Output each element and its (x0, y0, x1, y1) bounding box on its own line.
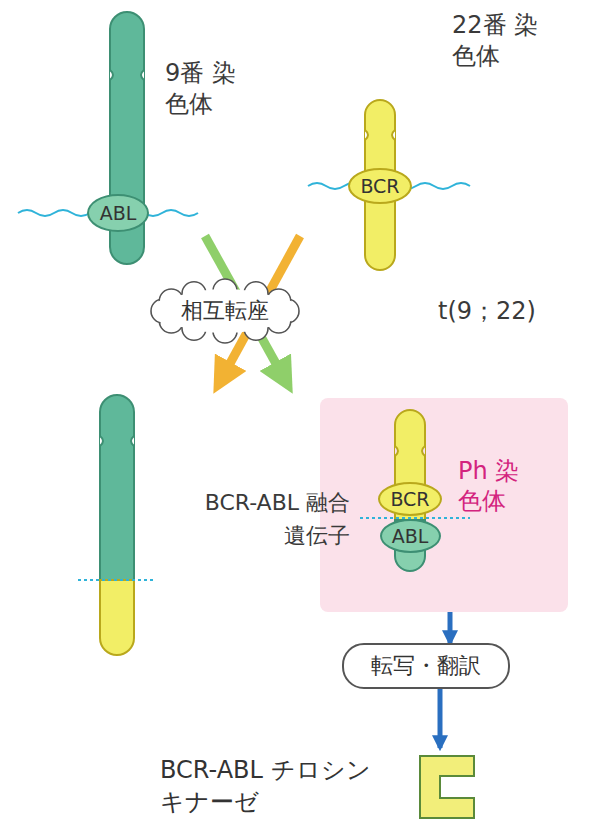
centromere (365, 130, 395, 140)
protein-node: BCR-ABL チロシンキナーゼ (150, 748, 480, 830)
derivative-chromosome-9 (100, 395, 134, 580)
gene-oval: BCR (348, 168, 412, 204)
node-text: 転写・翻訳 (371, 651, 481, 681)
node-text: 相互転座 (181, 296, 269, 326)
process-box: 転写・翻訳 (342, 643, 510, 689)
chromosome-label: 9番 染色体 (165, 58, 245, 120)
gene-oval: ABL (87, 194, 149, 232)
centromere (110, 70, 144, 80)
gene-label: BCR-ABL 融合遺伝子 (200, 486, 350, 552)
node-text: ABL (100, 202, 137, 224)
notation-label: t(9；22) (438, 296, 536, 327)
ph-chromosome (320, 398, 568, 612)
process-cloud: 相互転座 (150, 282, 300, 340)
node-text: ABL (392, 525, 429, 547)
centromere (100, 436, 134, 446)
flow-arrow (438, 689, 443, 748)
breakpoint (78, 579, 156, 581)
chromosome-label: 22番 染色体 (452, 10, 544, 72)
gene-oval: BCR (378, 482, 442, 516)
region-title: Ph 染色体 (458, 456, 536, 516)
translocated-segment (100, 580, 134, 655)
gene-oval: ABL (380, 519, 441, 553)
node-text: BCR (360, 175, 399, 197)
flow-arrow (448, 612, 453, 643)
kinase-icon (418, 754, 478, 820)
node-text: BCR (390, 488, 429, 510)
protein-name: BCR-ABL チロシンキナーゼ (160, 754, 380, 819)
highlight-region: Ph 染色体 BCR ABL (320, 398, 568, 612)
